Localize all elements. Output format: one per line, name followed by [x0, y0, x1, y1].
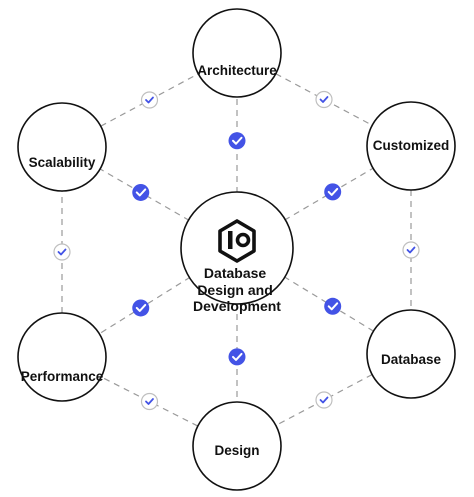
check-badges — [53, 90, 420, 411]
node-circle — [192, 8, 282, 98]
check-outline-icon — [315, 90, 333, 109]
node-circle — [17, 312, 107, 402]
node-circle — [192, 401, 282, 491]
center-title-line-1: Database — [204, 265, 266, 281]
center-circle — [180, 191, 294, 305]
check-outline-icon — [140, 91, 159, 109]
node-scalability: Scalability — [17, 102, 107, 192]
check-outline-icon — [53, 243, 71, 261]
check-filled-icon — [228, 132, 246, 150]
node-customized: Customized — [366, 101, 456, 191]
node-label-architecture: Architecture — [197, 63, 277, 78]
node-circle — [366, 309, 456, 399]
node-label-scalability: Scalability — [29, 155, 96, 170]
node-label-performance: Performance — [21, 369, 104, 384]
check-filled-icon — [132, 183, 150, 201]
center-title: Database Design and Development — [193, 265, 281, 314]
node-performance: Performance — [17, 312, 107, 402]
node-architecture: Architecture — [192, 8, 282, 98]
check-outline-icon — [402, 241, 420, 259]
check-filled-icon — [324, 183, 342, 201]
node-label-database: Database — [381, 352, 442, 367]
hexagon-logo-icon — [218, 219, 256, 263]
check-outline-icon — [140, 392, 159, 411]
node-database: Database — [366, 309, 456, 399]
check-filled-icon — [132, 299, 150, 317]
check-filled-icon — [324, 297, 342, 315]
check-filled-icon — [228, 348, 246, 366]
center-title-line-3: Development — [193, 298, 281, 314]
node-design: Design — [192, 401, 282, 491]
node-circle — [17, 102, 107, 192]
node-label-design: Design — [214, 443, 259, 458]
node-circle — [366, 101, 456, 191]
check-outline-icon — [315, 391, 333, 409]
center-node: Database Design and Development — [180, 191, 294, 314]
center-title-line-2: Design and — [197, 282, 272, 298]
node-label-customized: Customized — [373, 138, 450, 153]
